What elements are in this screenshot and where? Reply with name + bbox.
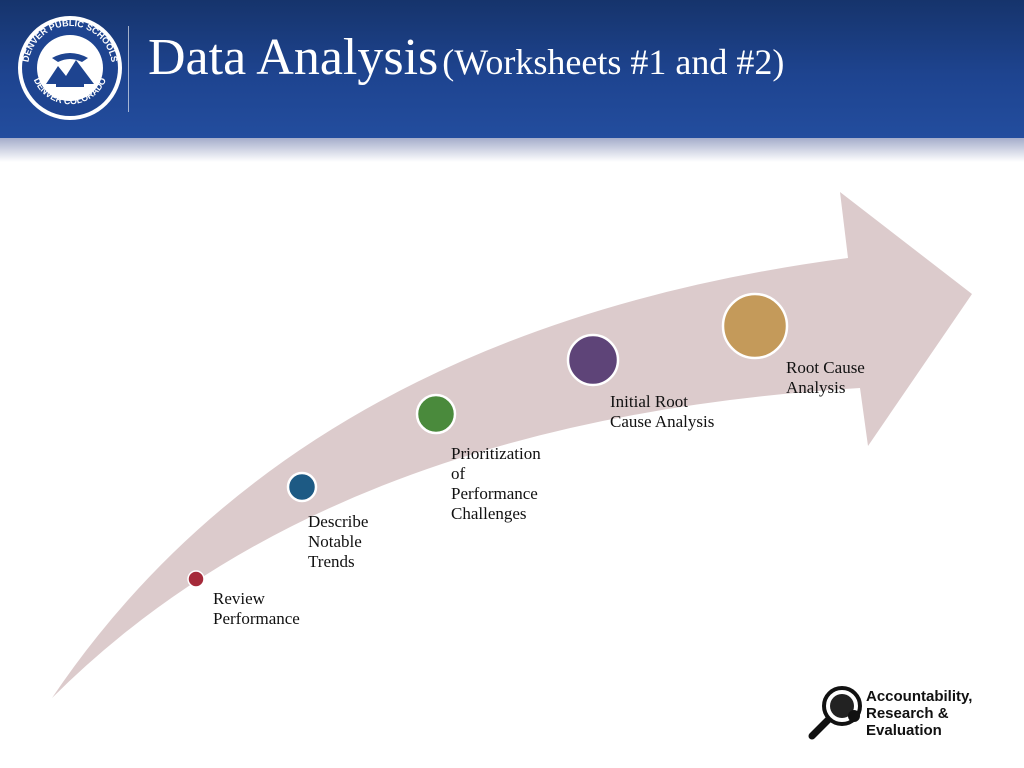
step-label-line: Challenges	[451, 504, 527, 523]
step-label-line: Cause Analysis	[610, 412, 715, 431]
step-marker-2	[286, 471, 318, 503]
step-label-line: Analysis	[786, 378, 846, 397]
step-label-line: of	[451, 464, 466, 483]
header-shadow	[0, 138, 1024, 162]
org-line-2: Research &	[866, 705, 949, 722]
step-label-line: Performance	[213, 609, 300, 628]
step-label-line: Performance	[451, 484, 538, 503]
step-label-line: Initial Root	[610, 392, 688, 411]
org-line-1: Accountability,	[866, 688, 973, 705]
step-marker-3	[415, 393, 457, 435]
header-banner	[0, 0, 1024, 138]
step-label-line: Notable	[308, 532, 362, 551]
header-divider	[128, 26, 129, 112]
step-label-line: Describe	[308, 512, 369, 531]
step-label-line: Root Cause	[786, 358, 865, 377]
dps-seal-logo: DENVER PUBLIC SCHOOLS DENVER COLORADO	[18, 16, 122, 120]
title-main: Data Analysis	[148, 29, 439, 86]
org-name: Accountability, Research & Evaluation	[866, 688, 972, 739]
page-title: Data Analysis (Worksheets #1 and #2)	[148, 28, 784, 87]
step-label-line: Trends	[308, 552, 355, 571]
step-marker-1	[187, 570, 205, 588]
title-sub: (Worksheets #1 and #2)	[442, 42, 785, 82]
step-label-line: Prioritization	[451, 444, 541, 463]
org-line-3: Evaluation	[866, 722, 942, 739]
step-label-line: Review	[213, 589, 265, 608]
step-marker-5	[721, 292, 789, 360]
step-marker-4	[566, 333, 620, 387]
magnifier-logo-icon	[808, 686, 862, 740]
